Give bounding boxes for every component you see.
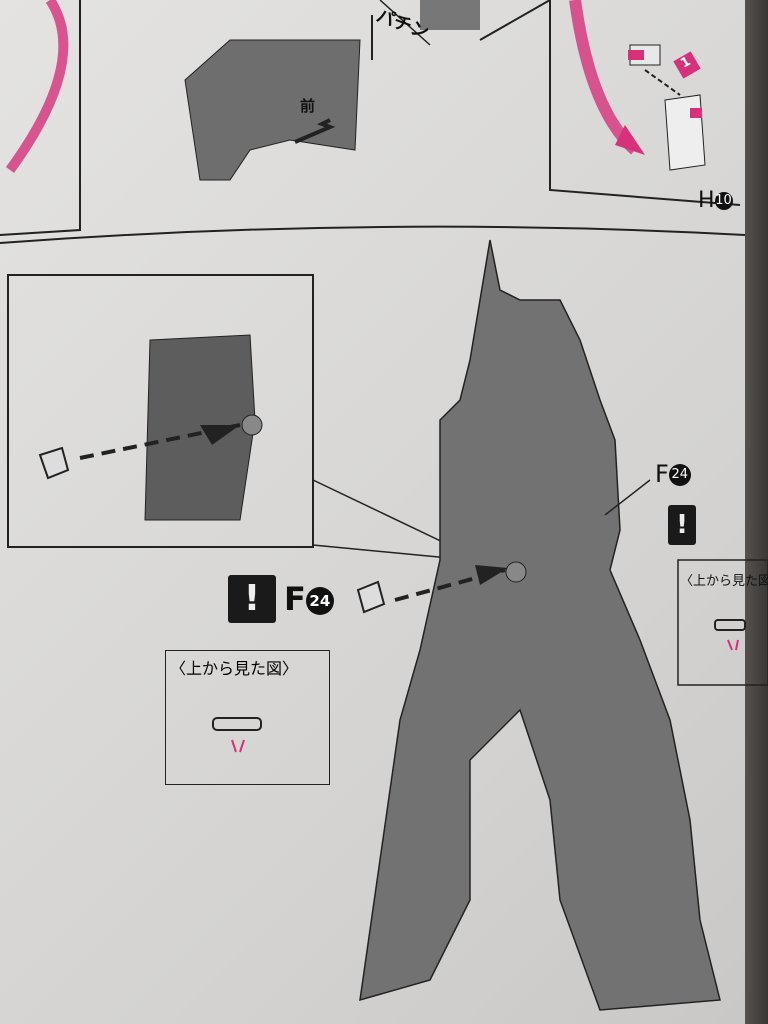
- part-letter: H: [698, 188, 715, 213]
- part-number-badge: 24: [305, 587, 334, 615]
- part-ref-h10: H10: [698, 188, 733, 213]
- front-arrow-icon: [294, 118, 336, 144]
- upper-part-drawing: [184, 39, 361, 181]
- right-view-box: [677, 559, 768, 686]
- inset-body-drawing: [144, 334, 256, 521]
- top-left-panel: [0, 0, 81, 236]
- part-number-badge: 10: [714, 192, 733, 210]
- part-letter: F: [655, 460, 669, 488]
- right-top-view-label: 〈上から見た図〉: [680, 574, 768, 589]
- top-view-part-icon: [212, 717, 262, 731]
- part-drawing: [664, 94, 706, 171]
- front-label: 前: [300, 97, 316, 115]
- upper-part-2: [420, 0, 480, 30]
- inset-panel: [7, 274, 314, 548]
- part-letter: F: [284, 580, 306, 618]
- part-f24-icon: [38, 446, 70, 480]
- section-divider: [0, 225, 746, 244]
- binder-edge: [745, 0, 768, 1024]
- rotation-arrow-left: [5, 0, 69, 173]
- part-f24-icon-main: [356, 580, 386, 614]
- top-view-label: 〈上から見た図〉: [170, 659, 299, 678]
- warning-icon: !: [228, 575, 276, 623]
- insert-arrow-icon: [200, 425, 240, 445]
- warning-icon-right: !: [668, 505, 696, 545]
- top-right-panel: [479, 0, 741, 206]
- robot-drawing: [359, 239, 721, 1011]
- left-top-view-box: 〈上から見た図〉: [165, 650, 330, 785]
- part-number-badge: 24: [668, 464, 691, 486]
